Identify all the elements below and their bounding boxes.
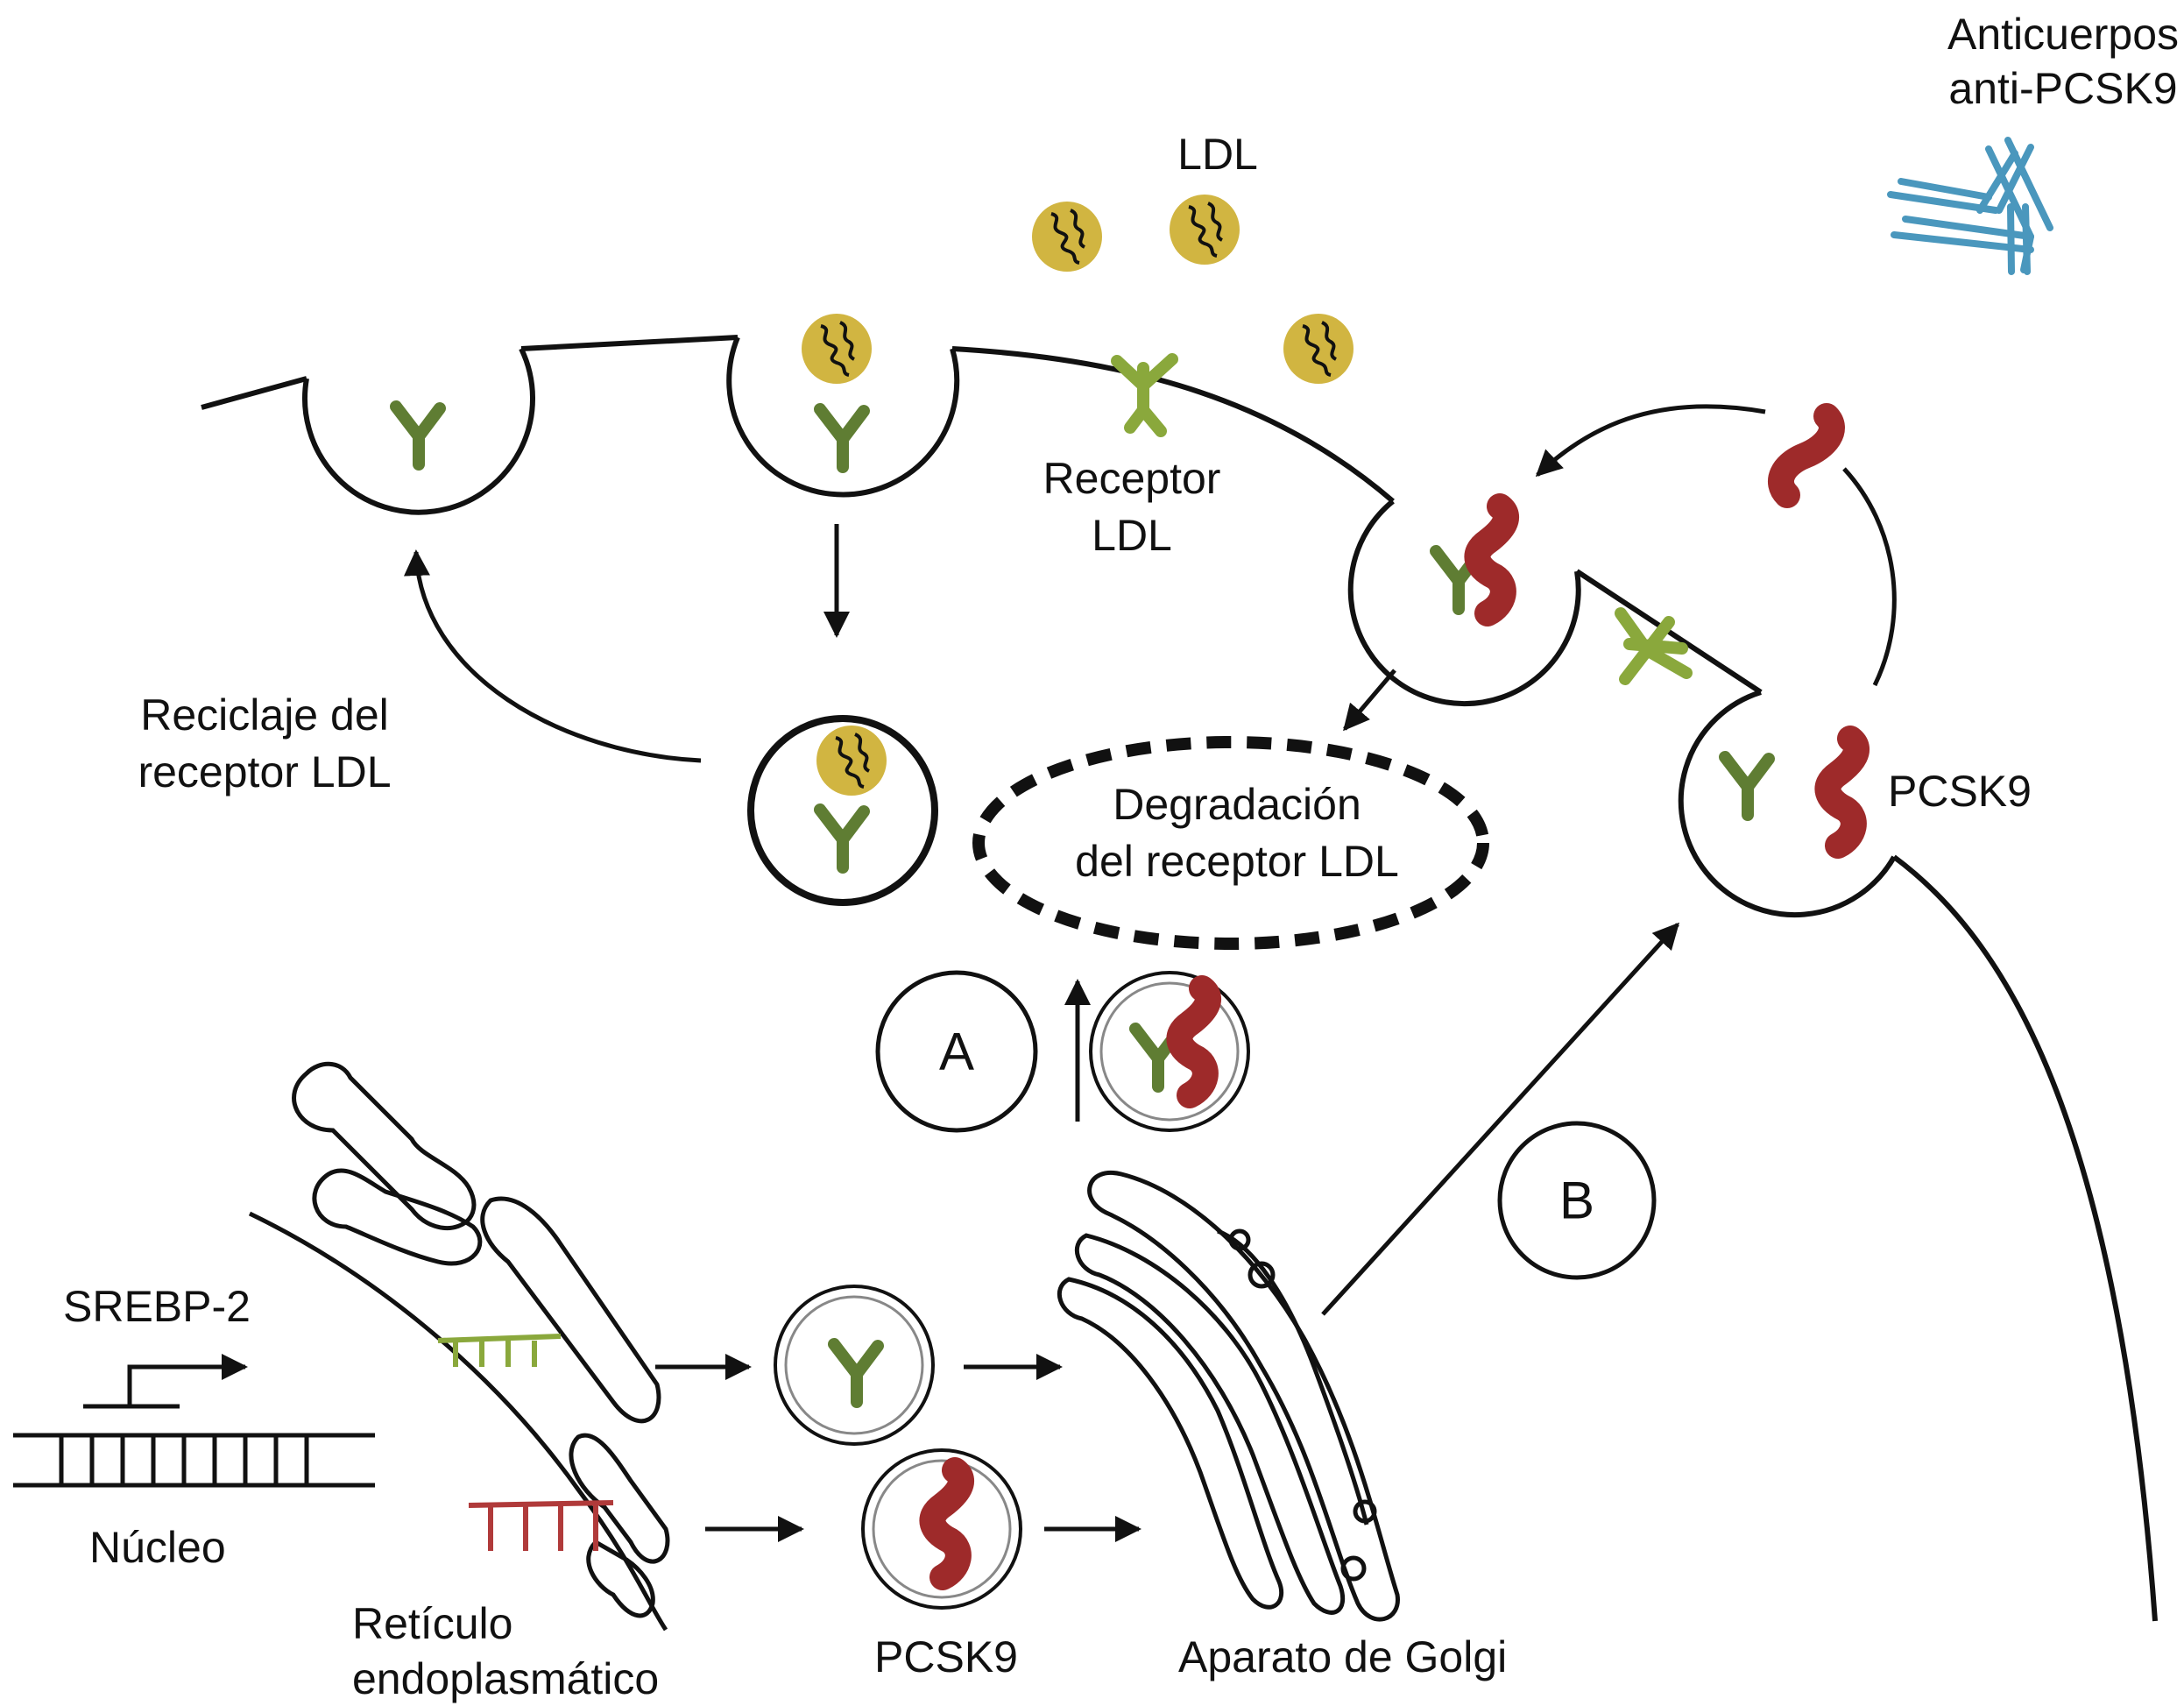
arrow-recycling bbox=[404, 549, 702, 763]
pcsk9-label-bottom: PCSK9 bbox=[874, 1632, 1018, 1681]
golgi-apparatus bbox=[1057, 1170, 1400, 1622]
ldl-receptor-pit2 bbox=[820, 409, 864, 467]
receptor-pcsk9-pit bbox=[1436, 506, 1506, 613]
ldl-particle-pit2 bbox=[800, 312, 873, 386]
ldl-particle bbox=[1168, 193, 1241, 266]
endosome bbox=[747, 715, 938, 906]
endoplasmic-reticulum bbox=[248, 1061, 670, 1632]
ldl-receptor-surface bbox=[1111, 353, 1178, 437]
antibodies-label-line2: anti-PCSK9 bbox=[1948, 64, 2178, 113]
arrow-pcsk9-return bbox=[1842, 467, 1897, 687]
lysosome-degradation bbox=[972, 736, 1489, 950]
er-label-line1: Retículo bbox=[352, 1599, 513, 1648]
nucleus-label: Núcleo bbox=[89, 1523, 226, 1572]
pathway-a-label: A bbox=[938, 1022, 975, 1081]
recycling-label-line1: Reciclaje del bbox=[140, 690, 389, 740]
pathway-a-circle bbox=[875, 970, 1038, 1133]
ldl-particle bbox=[1282, 312, 1355, 386]
ldl-label: LDL bbox=[1177, 130, 1258, 179]
srebp2-label: SREBP-2 bbox=[63, 1282, 251, 1331]
plasma-membrane bbox=[201, 335, 2158, 1622]
ldl-receptor-label-line2: LDL bbox=[1092, 511, 1172, 560]
recycling-label-line2: receptor LDL bbox=[138, 747, 392, 796]
pathway-b-circle bbox=[1497, 1121, 1657, 1280]
pcsk9-label-right: PCSK9 bbox=[1888, 767, 2032, 816]
vesicle-receptor bbox=[774, 1285, 935, 1446]
er-pcsk9 bbox=[468, 1500, 614, 1551]
arrow-pathway-b bbox=[1321, 922, 1680, 1316]
er-label-line2: endoplasmático bbox=[352, 1654, 660, 1703]
receptor-pit-right bbox=[1725, 757, 1769, 815]
nucleus-dna bbox=[13, 1367, 375, 1488]
degradation-label-line2: del receptor LDL bbox=[1075, 837, 1399, 886]
anti-pcsk9-antibody bbox=[1887, 137, 2053, 275]
ldl-receptor-pit1 bbox=[396, 407, 440, 464]
vesicle-pcsk9 bbox=[861, 1448, 1022, 1610]
ldl-receptor-label-line1: Receptor bbox=[1043, 454, 1221, 503]
ldl-particle bbox=[1030, 200, 1104, 273]
er-receptors bbox=[437, 1334, 562, 1367]
ldl-receptor-surface-2 bbox=[1615, 607, 1693, 685]
pcsk9-pit-right bbox=[1827, 739, 1856, 846]
pcsk9-free bbox=[1768, 403, 1845, 508]
degradation-label-line1: Degradación bbox=[1113, 780, 1361, 829]
pathway-b-label: B bbox=[1558, 1171, 1595, 1230]
arrow-pcsk9-binding bbox=[1535, 404, 1766, 478]
arrow-to-degradation bbox=[1343, 669, 1396, 732]
golgi-label: Aparato de Golgi bbox=[1178, 1632, 1508, 1681]
antibodies-label-line1: Anticuerpos bbox=[1947, 10, 2180, 59]
vesicle-receptor-pcsk9 bbox=[1089, 971, 1250, 1132]
